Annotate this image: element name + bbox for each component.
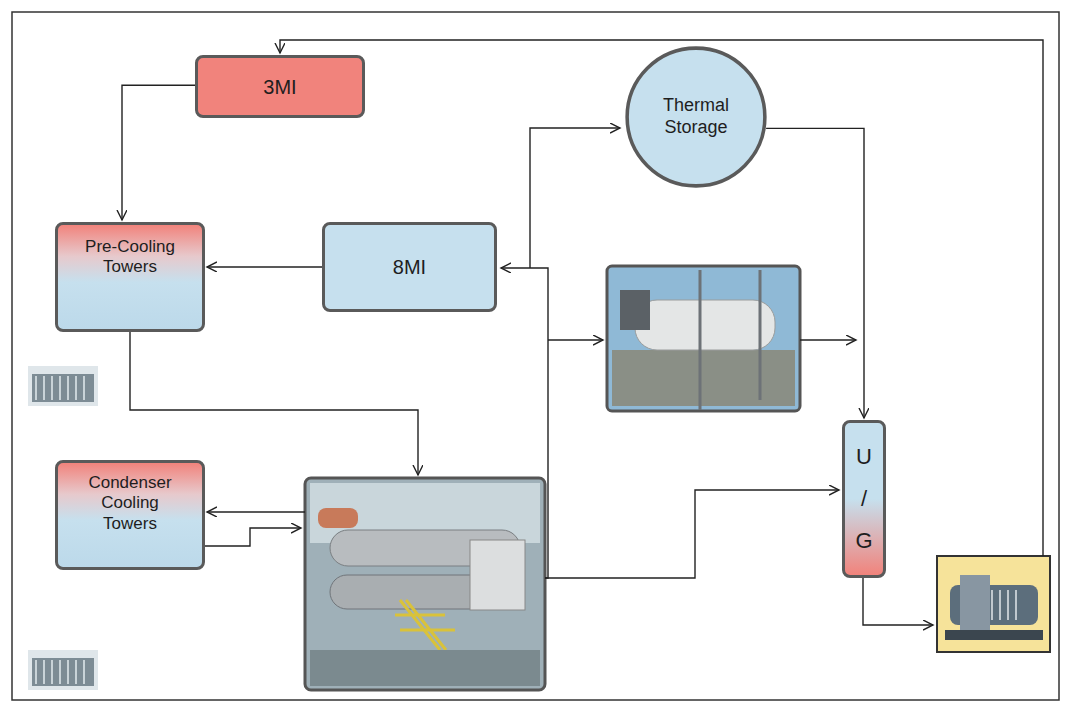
flow-arrow: [207, 266, 322, 267]
frame: [12, 12, 1059, 700]
flow-arrow: [122, 85, 195, 220]
process-box: 3MI: [195, 55, 365, 118]
storage-circle: Thermal Storage: [625, 46, 767, 188]
heat-exchanger-photo: [607, 266, 800, 411]
node-label: Thermal Storage: [641, 95, 751, 138]
process-box: 8MI: [322, 222, 497, 312]
chiller-photo: [305, 478, 545, 690]
cooling-tower-icon: [28, 366, 98, 406]
node-label: Pre-Cooling Towers: [73, 237, 188, 278]
node-label: 3MI: [263, 75, 296, 99]
cooling-tower-icon: [28, 650, 98, 690]
cooling-tower-box: Condenser Cooling Towers: [55, 460, 205, 570]
vertical-box: U / G: [842, 420, 886, 578]
turbine-picture: [937, 556, 1050, 652]
circle-shape: [627, 48, 765, 186]
cooling-tower-box: Pre-Cooling Towers: [55, 222, 205, 332]
node-label: Condenser Cooling Towers: [75, 473, 185, 534]
node-label: 8MI: [393, 255, 426, 279]
node-label: U / G: [851, 436, 877, 561]
flow-line: [130, 40, 1043, 625]
